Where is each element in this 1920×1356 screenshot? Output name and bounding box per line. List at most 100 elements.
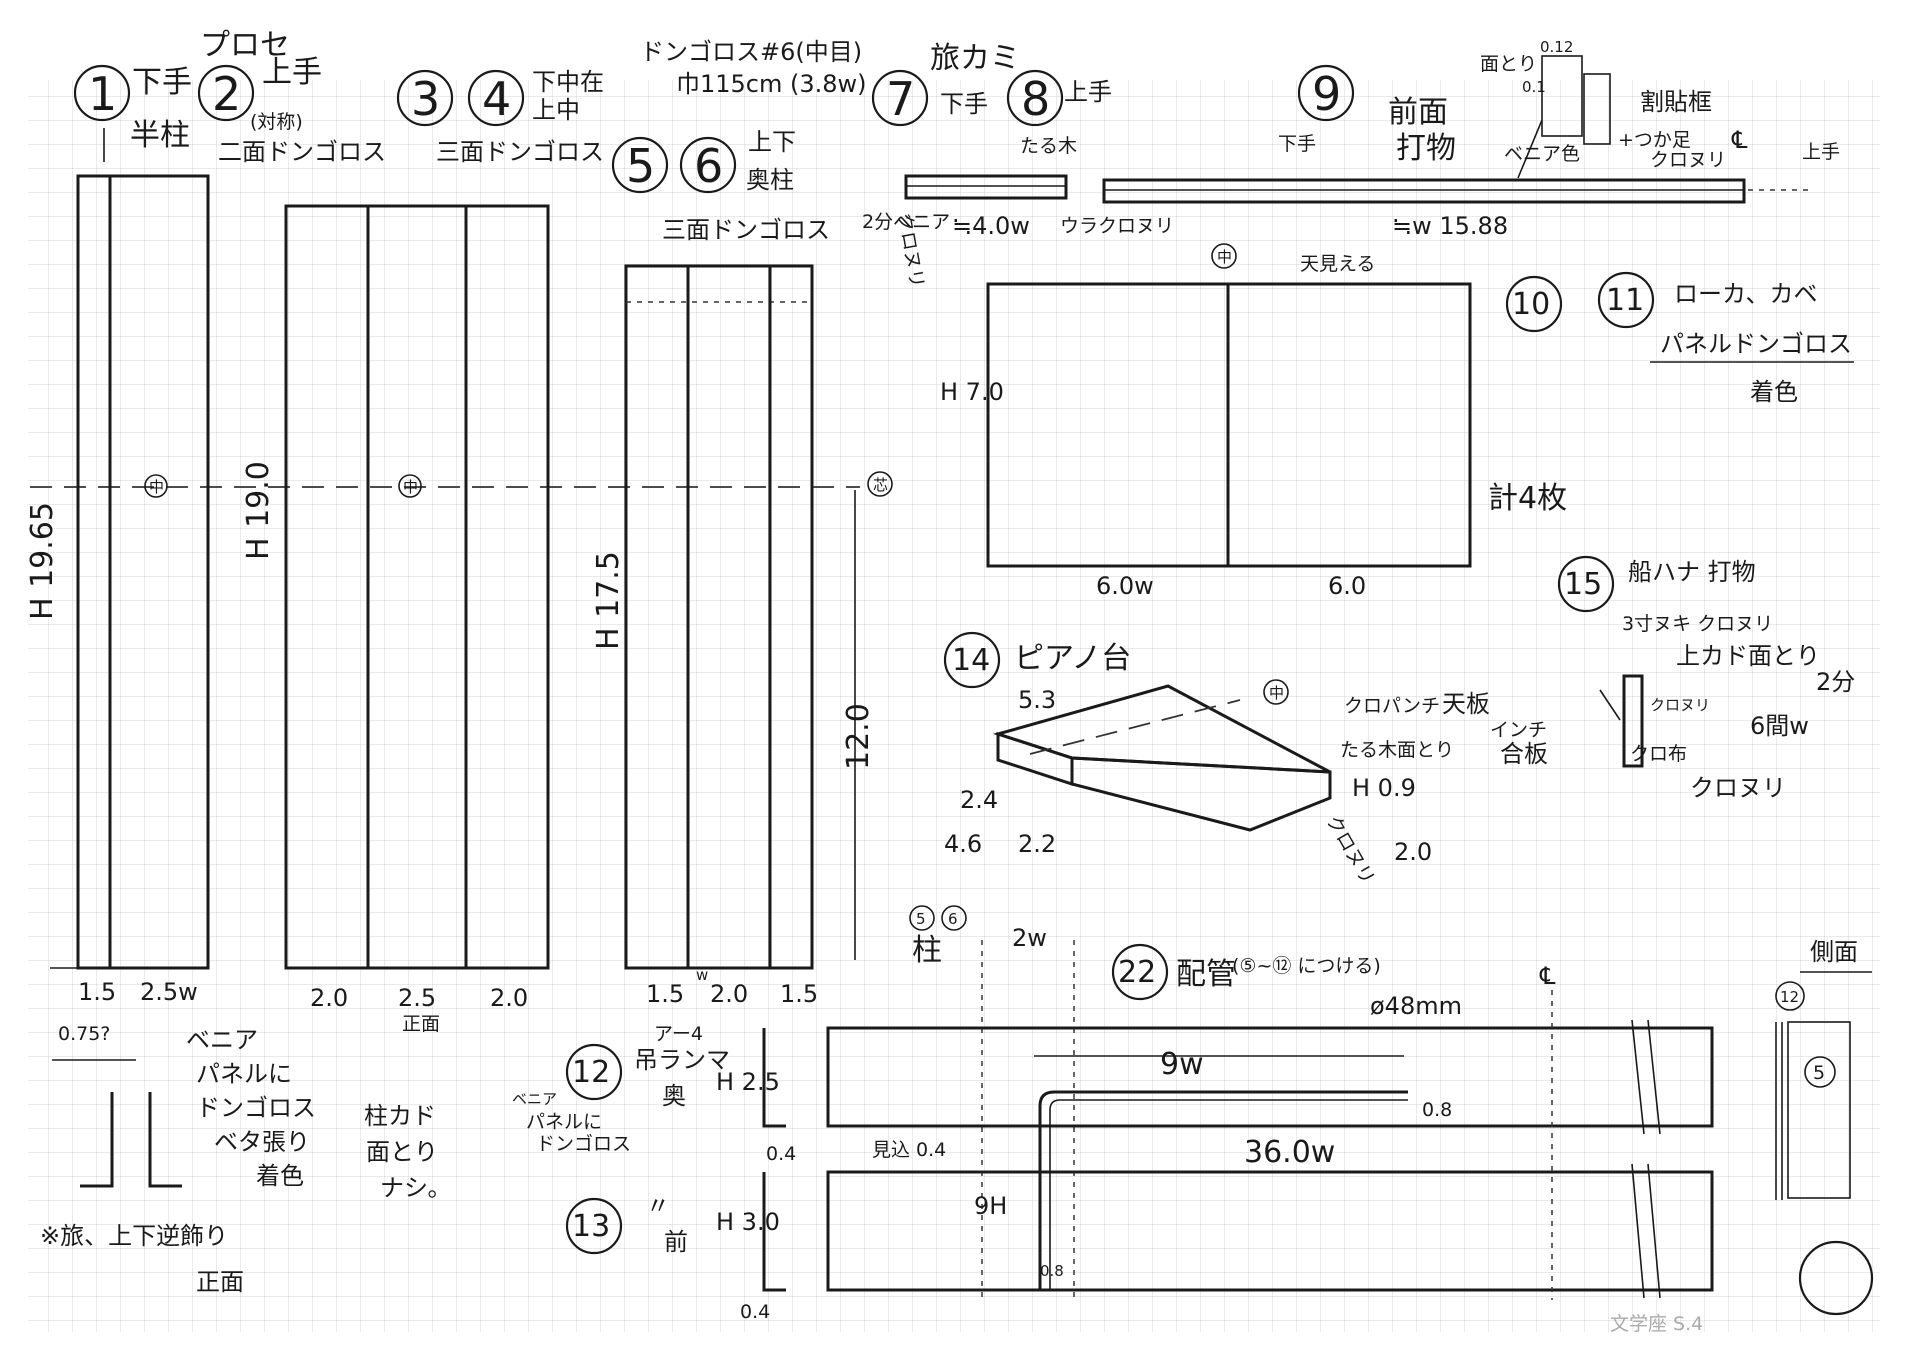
note-travel-2: 正面 — [196, 1268, 244, 1296]
part-5-6-dim-w: w — [696, 966, 708, 984]
part-1-2-group: 1 下手 半柱 2 プロセ 上手 (対称) 二面ドンゴロス H 19.65 中 … — [25, 28, 386, 1061]
part-9-title1: 前面 — [1388, 95, 1448, 130]
part-12-drawing — [826, 1026, 1714, 1128]
part-9-left: 下手 — [1278, 133, 1316, 155]
part-15-width: 6間w — [1750, 712, 1809, 740]
part-7-8-lumber: たる木 — [1020, 135, 1077, 157]
part-1-number-circle — [73, 64, 131, 122]
note-veneer-4: ベタ張り — [214, 1128, 310, 1156]
part-5-6-height: H 17.5 — [591, 551, 626, 650]
part-9-width: ≒w 15.88 — [1392, 212, 1508, 240]
note-veneer-5: 着色 — [256, 1162, 304, 1190]
part-14-h09: H 0.9 — [1352, 774, 1416, 802]
part-22-h9: 9H — [974, 1192, 1007, 1220]
part-3-4-front: 正面 — [402, 1013, 440, 1035]
part-14-title: ピアノ台 — [1014, 641, 1131, 676]
note-pillar-3: ナシ。 — [380, 1174, 452, 1202]
part-13-name1: 〃 — [646, 1192, 670, 1220]
part-2-name: 上手 — [262, 55, 322, 90]
part-3-4-center-mark: 中 — [403, 478, 418, 496]
part-3-4-line1: 下中在 — [532, 68, 604, 96]
side-view-group: 側面 12 5 — [1775, 938, 1872, 1200]
pillar-5-6-name: 柱 — [912, 933, 942, 968]
part-7-8-board — [904, 174, 1068, 200]
part-12-13-group: 12 アー4 吊ランマ 奥 H 2.5 ベニア パネルに ドンゴロス 0.4 1… — [512, 1023, 796, 1323]
part-22-break-a — [1631, 1019, 1645, 1135]
side-view-pillar — [1787, 1021, 1851, 1199]
part-14-number: 14 — [952, 643, 990, 678]
part-22-diameter: ø48mm — [1370, 992, 1462, 1020]
part-2-finish: 二面ドンゴロス — [218, 138, 386, 166]
note-veneer-2: パネルに — [196, 1060, 292, 1088]
part-12-section — [762, 1028, 786, 1128]
part-3-4-panel — [284, 204, 550, 970]
part-2-number: 2 — [212, 67, 241, 121]
part-3-4-dim-c: 2.0 — [490, 984, 528, 1012]
part-10-number: 10 — [1512, 287, 1550, 322]
graph-paper-grid — [28, 80, 1880, 1332]
part-9-number-circle — [1297, 64, 1355, 122]
part-9-group: 9 前面 打物 面とり 下手 上手 ≒w 15.88 0.12 0.1 ベニア色… — [1102, 38, 1840, 240]
part-3-4-finish: 三面ドンゴロス — [436, 138, 604, 166]
part-7-8-back: ウラクロヌリ — [1060, 215, 1174, 237]
part-13-depth: 0.4 — [740, 1301, 770, 1323]
side-view-5-circle — [1804, 1056, 1836, 1088]
part-9-frame: 割貼框 — [1640, 88, 1712, 116]
part-10-11-title: ローカ、カベ — [1674, 280, 1818, 308]
part-10-11-color: 着色 — [1750, 378, 1798, 406]
part-4-number: 4 — [482, 72, 511, 126]
part-5-6-dim-a: 1.5 — [646, 980, 684, 1008]
note-travel-1: ※旅、上下逆飾り — [40, 1222, 228, 1250]
part-12-note2: パネルに — [526, 1111, 602, 1133]
part-22-d08b: 0.8 — [1040, 1262, 1064, 1280]
part-3-number-circle — [396, 69, 454, 127]
pillar-6-number: 6 — [948, 910, 958, 928]
part-15-paint2: クロヌリ — [1690, 774, 1786, 802]
part-12-note1: ベニア — [512, 1090, 557, 1108]
part-1-center-mark-circle — [144, 474, 168, 498]
part-15-wall-hatch — [1599, 689, 1621, 721]
part-11-number-circle — [1597, 271, 1655, 329]
part-5-6-center-mark-circle — [867, 471, 893, 497]
part-22-attach: (⑤~⑫ につける) — [1232, 955, 1381, 977]
part-9-board — [1102, 178, 1746, 204]
note-pillar-1: 柱カド — [364, 1102, 436, 1130]
part-3-4-dim-a: 2.0 — [310, 984, 348, 1012]
part-15-cloth: クロ布 — [1630, 743, 1687, 765]
page-number-circle — [1798, 1240, 1874, 1316]
part-22-cl: ℄ — [1539, 962, 1556, 990]
part-22-title: 配管 — [1176, 957, 1236, 992]
part-5-6-dim-b: 2.0 — [710, 980, 748, 1008]
part-8-number-circle — [1006, 69, 1064, 127]
part-10-center-mark: 中 — [1217, 248, 1232, 266]
part-5-6-dim-c: 1.5 — [780, 980, 818, 1008]
part-15-chamfer-size: 2分 — [1816, 668, 1855, 696]
part-14-edge: たる木面とり — [1340, 739, 1454, 761]
part-14-center-dash — [1029, 699, 1241, 755]
part-15-section — [1622, 674, 1644, 768]
note-veneer-3: ドンゴロス — [196, 1094, 316, 1122]
part-22-d08: 0.8 — [1422, 1099, 1452, 1121]
part-5-number: 5 — [626, 139, 655, 193]
part-3-4-line2: 上中 — [532, 96, 580, 124]
part-22-break-b — [1647, 1019, 1661, 1135]
side-view-title: 側面 — [1810, 938, 1858, 966]
side-view-12: 12 — [1780, 988, 1799, 1006]
part-10-number-circle — [1505, 275, 1563, 333]
part-9-veneer: ベニア色 — [1504, 143, 1580, 165]
part-22-number: 22 — [1118, 955, 1156, 990]
part-1-note: 0.75? — [58, 1023, 110, 1045]
part-3-4-height: H 19.0 — [241, 461, 276, 560]
part-9-d2: 0.1 — [1522, 78, 1546, 96]
part-13-height: H 3.0 — [716, 1208, 780, 1236]
part-1-dim-b: 2.5w — [140, 978, 198, 1006]
part-8-number: 8 — [1021, 72, 1050, 126]
part-14-number-circle — [943, 631, 1001, 689]
part-5-6-finish: 三面ドンゴロス — [662, 216, 830, 244]
part-6-number-circle — [679, 136, 737, 194]
part-14-ply1: インチ — [1490, 719, 1547, 741]
part-1-dim-a: 1.5 — [78, 978, 116, 1006]
part-7-8-group: 7 8 旅カミ 下手 上手 たる木 2分ベニア クロヌリ ≒4.0w ウラクロヌ… — [862, 41, 1174, 290]
part-22-break-c — [1631, 1163, 1645, 1299]
part-7-8-side: 2分ベニア — [862, 211, 950, 233]
